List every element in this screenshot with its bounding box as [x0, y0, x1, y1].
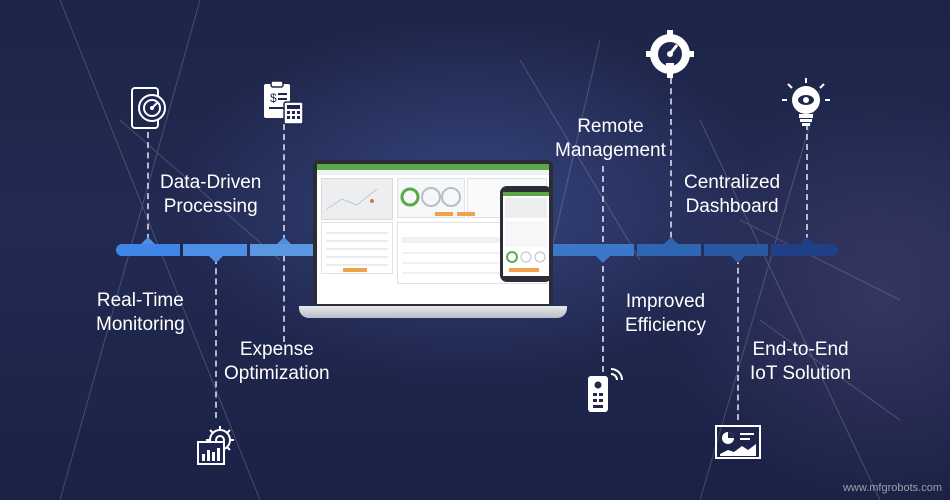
connector-dashboard — [737, 258, 739, 420]
map-panel — [321, 178, 393, 220]
label-end-to-end-iot: End-to-End IoT Solution — [750, 339, 852, 384]
watermark-text: www.mfgrobots.com — [842, 482, 942, 494]
remote-control-icon — [588, 368, 623, 412]
connector-real-time — [147, 132, 149, 250]
phone-mockup — [500, 186, 552, 282]
invoice-calculator-icon: $ — [264, 80, 304, 125]
svg-text:$: $ — [270, 91, 277, 105]
toolbar-strip — [317, 170, 549, 175]
label-data-driven-processing: Data-Driven Processing — [160, 172, 262, 217]
connector-efficiency — [670, 78, 672, 248]
label-centralized-dashboard: Centralized Dashboard — [684, 172, 781, 217]
phone-screen — [503, 192, 549, 276]
marker-efficiency — [664, 237, 678, 244]
gauge-panel — [397, 178, 465, 218]
marker-remote — [596, 256, 610, 263]
details-table — [321, 222, 393, 274]
timeline-segment-3 — [250, 244, 314, 256]
label-expense-optimization: Expense Optimization — [224, 339, 330, 384]
speedometer-gear-icon — [646, 30, 694, 78]
gauge-clock-icon — [131, 87, 166, 129]
marker-expense — [277, 237, 291, 244]
label-remote-management: Remote Management — [555, 116, 666, 161]
connector-expense — [283, 124, 285, 342]
phone-table — [505, 221, 547, 247]
connector-data-driven — [215, 258, 217, 418]
phone-orange-button — [509, 268, 539, 272]
timeline-segment-8 — [771, 244, 838, 256]
marker-real-time — [141, 237, 155, 244]
orange-button-3 — [343, 268, 367, 272]
chart-dashboard-icon — [715, 425, 761, 459]
label-real-time-monitoring: Real-Time Monitoring — [96, 290, 185, 335]
timeline-segment-6 — [637, 244, 701, 256]
connector-remote — [602, 166, 604, 372]
orange-button-2 — [457, 212, 475, 216]
marker-end-to-end — [800, 237, 814, 244]
timeline-segment-7 — [704, 244, 768, 256]
marker-dashboard — [731, 256, 745, 263]
laptop-base — [299, 306, 567, 318]
timeline-segment-2 — [183, 244, 247, 256]
marker-data-driven — [209, 256, 223, 263]
app-header-bar — [317, 164, 549, 170]
orange-button-1 — [435, 212, 453, 216]
phone-gauges — [505, 250, 547, 264]
lightbulb-gear-icon — [782, 78, 830, 126]
settings-chart-icon — [197, 426, 234, 465]
label-improved-efficiency: Improved Efficiency — [625, 291, 706, 336]
phone-header-bar — [503, 192, 549, 196]
connector-end-to-end — [806, 124, 808, 250]
phone-map — [505, 198, 547, 218]
timeline-segment-1 — [116, 244, 180, 256]
